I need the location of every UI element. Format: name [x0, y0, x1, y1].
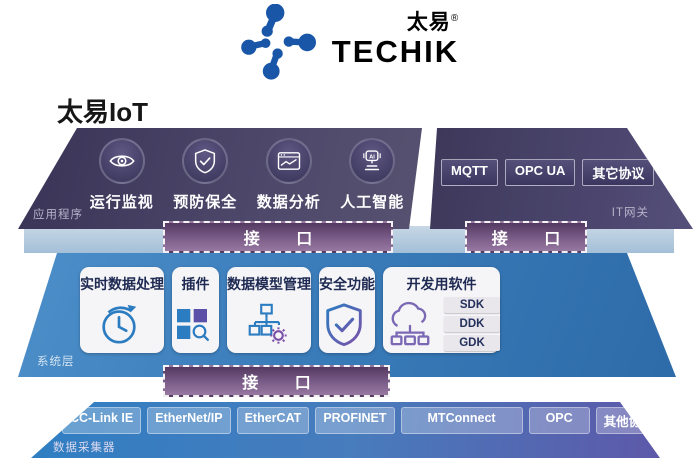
- dev-kit-chip[interactable]: GDK: [444, 334, 500, 351]
- system-card-title: 开发用软件: [406, 276, 477, 292]
- system-layer: 实时数据处理 插件: [18, 253, 676, 377]
- system-card: 数据模型管理: [227, 267, 311, 353]
- system-card-body: [96, 294, 149, 353]
- system-layer-label: 系统层: [37, 356, 75, 368]
- dev-kit-chip[interactable]: SDK: [444, 296, 500, 313]
- application-layer: 运行监视 预防保全 数据分析 AI 人工智能 应用程序: [18, 128, 422, 229]
- application-layer-label: 应用程序: [33, 209, 83, 221]
- gateway-protocol-chip[interactable]: MQTT: [441, 159, 498, 186]
- gateway-protocol-chip[interactable]: OPC UA: [504, 159, 576, 186]
- collector-protocol-chip[interactable]: OPC: [528, 407, 590, 434]
- system-card-body: SDK DDK GDK: [383, 294, 500, 353]
- collector-protocol-chip[interactable]: PROFINET: [315, 407, 395, 434]
- gateway-protocols: MQTT OPC UA 其它协议: [441, 159, 655, 186]
- shield-icon: [321, 301, 367, 347]
- techik-molecule-logo-icon: [240, 4, 320, 80]
- clock-icon: [96, 301, 142, 347]
- brand-en-name: TECHIK: [331, 34, 460, 69]
- system-card-body: [243, 294, 296, 353]
- application-item: 预防保全: [164, 138, 248, 212]
- system-card-title: 安全功能: [319, 276, 375, 292]
- gateway-protocol-chip[interactable]: 其它协议: [582, 159, 655, 186]
- system-cards: 实时数据处理 插件: [80, 267, 500, 353]
- system-card: 开发用软件 SDK DDK GDK: [383, 267, 500, 353]
- data-model-icon: [243, 301, 289, 347]
- it-gateway-layer-label: IT网关: [611, 207, 649, 219]
- registered-mark: ®: [450, 13, 460, 24]
- collector-protocol-chip[interactable]: MTConnect: [400, 407, 523, 434]
- collector-protocol-chip[interactable]: CC-Link IE: [62, 407, 142, 434]
- application-items: 运行监视 预防保全 数据分析 AI 人工智能: [80, 138, 414, 212]
- application-item: AI 人工智能: [331, 138, 415, 212]
- application-item: 数据分析: [247, 138, 331, 212]
- cloud-dev-icon: [383, 300, 437, 348]
- data-collector-layer: CC-Link IE EtherNet/IP EtherCAT PROFINET…: [31, 402, 660, 458]
- system-card-title: 数据模型管理: [227, 276, 311, 292]
- system-card-title: 实时数据处理: [80, 276, 164, 292]
- application-item-label: 预防保全: [173, 194, 238, 211]
- svg-text:AI: AI: [369, 154, 375, 160]
- interface-bar-lower[interactable]: 接 口: [163, 365, 390, 397]
- brand-cn-name: 太易®: [406, 11, 460, 34]
- data-collector-layer-label: 数据采集器: [53, 442, 116, 454]
- application-item-label: 数据分析: [256, 194, 321, 211]
- interface-bar-left[interactable]: 接 口: [163, 221, 393, 253]
- application-item: 运行监视: [80, 138, 164, 212]
- application-item-label: 人工智能: [340, 194, 405, 211]
- collector-protocol-chip[interactable]: EtherNet/IP: [147, 407, 231, 434]
- system-card-body: [321, 294, 374, 353]
- brand-wordmark: 太易® TECHIK: [332, 4, 459, 69]
- application-item-label: 运行监视: [89, 194, 154, 211]
- system-card: 实时数据处理: [80, 267, 164, 353]
- dev-kit-list: SDK DDK GDK: [444, 296, 500, 351]
- collector-protocols: CC-Link IE EtherNet/IP EtherCAT PROFINET…: [62, 407, 660, 434]
- analytics-icon: [265, 138, 312, 184]
- interface-bar-right[interactable]: 接 口: [465, 221, 587, 253]
- ai-icon: AI: [349, 138, 396, 184]
- collector-protocol-chip[interactable]: EtherCAT: [236, 407, 310, 434]
- eye-icon: [98, 138, 145, 184]
- system-card-title: 插件: [181, 276, 210, 292]
- dev-kit-chip[interactable]: DDK: [444, 315, 500, 332]
- system-card: 插件: [172, 267, 219, 353]
- plugin-icon: [172, 304, 212, 344]
- page-title: 太易IoT: [57, 97, 148, 127]
- brand-logo: 太易® TECHIK: [0, 4, 699, 80]
- system-card-body: [172, 294, 219, 353]
- it-gateway-layer: MQTT OPC UA 其它协议 IT网关: [430, 128, 693, 229]
- system-card: 安全功能: [319, 267, 375, 353]
- shield-check-icon: [182, 138, 229, 184]
- collector-protocol-chip[interactable]: 其他协议: [595, 407, 660, 434]
